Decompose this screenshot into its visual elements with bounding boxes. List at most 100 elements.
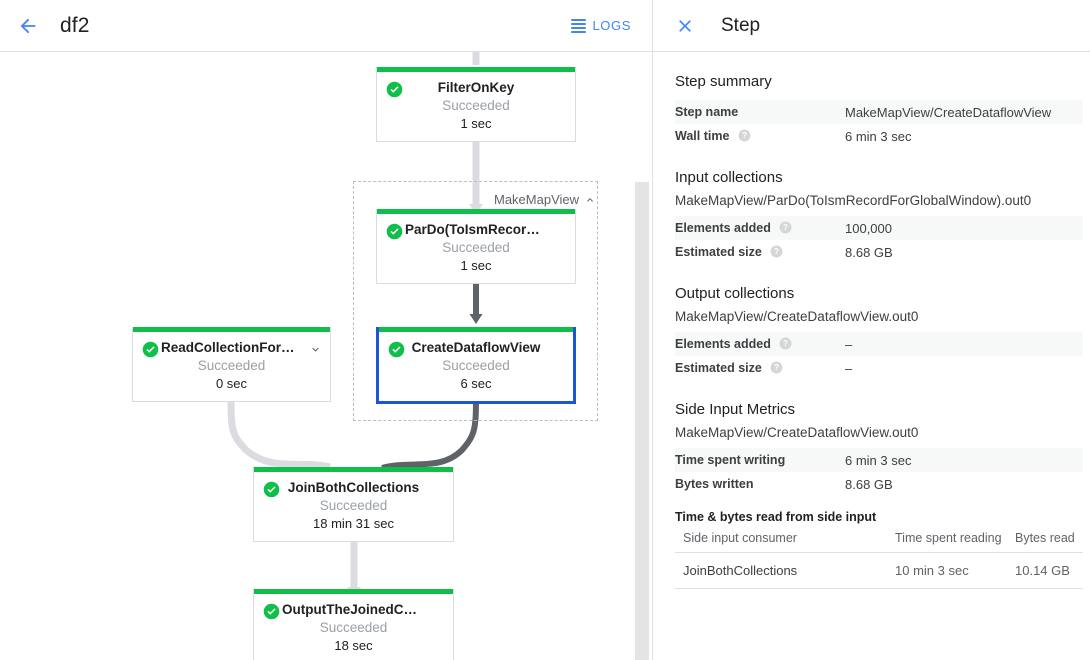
row-key: Step name bbox=[675, 100, 845, 124]
output-collections-table: Elements added ? – Estimated size ? bbox=[675, 332, 1083, 380]
input-collections-table: Elements added ? 100,000 Estimated size … bbox=[675, 216, 1083, 264]
node-body: CreateDataflowView Succeeded 6 sec bbox=[379, 332, 573, 401]
table-row: Bytes written 8.68 GB bbox=[675, 472, 1083, 496]
node-title: ReadCollectionForJoin bbox=[161, 340, 309, 355]
step-panel-header: Step bbox=[653, 0, 1090, 52]
row-value: 100,000 bbox=[845, 220, 892, 236]
svg-text:?: ? bbox=[742, 131, 747, 140]
step-panel-title: Step bbox=[721, 14, 761, 36]
node-status: Succeeded bbox=[319, 620, 388, 635]
chevron-up-icon bbox=[587, 197, 594, 202]
input-collection-name: MakeMapView/ParDo(ToIsmRecordForGlobalWi… bbox=[675, 193, 1032, 208]
step-summary-heading: Step summary bbox=[675, 73, 772, 90]
row-key-label: Estimated size bbox=[675, 245, 762, 259]
step-summary-table: Step name MakeMapView/CreateDataflowView… bbox=[675, 100, 1083, 148]
help-icon[interactable]: ? bbox=[770, 245, 783, 258]
node-status-bar bbox=[377, 209, 575, 214]
graph-node-join-both-collections[interactable]: JoinBothCollections Succeeded 18 min 31 … bbox=[253, 467, 454, 542]
pane-divider bbox=[652, 0, 653, 660]
table-row: Wall time ? 6 min 3 sec bbox=[675, 124, 1083, 148]
close-icon bbox=[679, 19, 691, 32]
composite-container-makemapview[interactable] bbox=[353, 181, 598, 421]
logs-list-icon bbox=[571, 18, 587, 33]
row-key: Time spent writing bbox=[675, 448, 845, 472]
node-body: ParDo(ToIsmRecordFor… Succeeded 1 sec bbox=[377, 214, 575, 283]
node-status-bar bbox=[254, 467, 453, 472]
graph-node-pardo-toismrecord[interactable]: ParDo(ToIsmRecordFor… Succeeded 1 sec bbox=[376, 209, 576, 284]
row-key: Bytes written bbox=[675, 472, 845, 496]
check-circle-icon bbox=[386, 223, 403, 240]
graph-vertical-scrollbar[interactable] bbox=[635, 182, 649, 660]
help-icon[interactable]: ? bbox=[770, 361, 783, 374]
composite-label-text: MakeMapView bbox=[494, 192, 580, 207]
row-key-label: Bytes written bbox=[675, 477, 754, 491]
side-input-metrics-heading: Side Input Metrics bbox=[675, 401, 796, 418]
graph-node-read-collection-for-join[interactable]: ReadCollectionForJoin Succeeded 0 sec bbox=[132, 327, 331, 402]
step-panel-body: Step summary Step name MakeMapView/Creat… bbox=[653, 52, 1090, 589]
cell-time-spent-reading: 10 min 3 sec bbox=[887, 552, 1007, 589]
node-title: FilterOnKey bbox=[437, 80, 515, 95]
check-circle-icon bbox=[388, 341, 405, 358]
node-body: OutputTheJoinedCollec… Succeeded 18 sec bbox=[254, 594, 453, 660]
node-status: Succeeded bbox=[442, 98, 510, 113]
svg-text:?: ? bbox=[783, 223, 788, 232]
check-circle-icon bbox=[142, 341, 159, 358]
table-header-row: Side input consumer Time spent reading B… bbox=[675, 526, 1083, 553]
svg-text:?: ? bbox=[783, 339, 788, 348]
back-button[interactable] bbox=[8, 6, 48, 46]
check-circle-icon bbox=[386, 81, 403, 98]
node-status-bar bbox=[379, 327, 573, 332]
row-key-label: Time spent writing bbox=[675, 453, 786, 467]
node-time: 18 sec bbox=[334, 638, 373, 653]
side-input-collection-name: MakeMapView/CreateDataflowView.out0 bbox=[675, 425, 919, 440]
row-value: 8.68 GB bbox=[845, 244, 893, 260]
node-title: ParDo(ToIsmRecordFor… bbox=[405, 222, 569, 237]
node-body: FilterOnKey Succeeded 1 sec bbox=[377, 72, 575, 141]
row-value: – bbox=[845, 336, 853, 352]
help-icon[interactable]: ? bbox=[779, 337, 792, 350]
help-icon[interactable]: ? bbox=[779, 221, 792, 234]
column-header-side-input-consumer: Side input consumer bbox=[675, 526, 887, 553]
input-collections-heading: Input collections bbox=[675, 169, 783, 186]
row-key-label: Estimated size bbox=[675, 361, 762, 375]
row-key: Wall time ? bbox=[675, 124, 845, 148]
close-button[interactable] bbox=[665, 6, 705, 46]
job-graph-canvas[interactable]: MakeMapView FilterOnKey Succeeded 1 sec bbox=[0, 52, 653, 660]
row-value: 6 min 3 sec bbox=[845, 452, 912, 468]
table-row: Elements added ? 100,000 bbox=[675, 216, 1083, 240]
row-key: Estimated size ? bbox=[675, 356, 845, 380]
column-header-time-spent-reading: Time spent reading bbox=[887, 526, 1007, 553]
table-row: Estimated size ? – bbox=[675, 356, 1083, 380]
output-collections-heading: Output collections bbox=[675, 285, 795, 302]
output-collection-name: MakeMapView/CreateDataflowView.out0 bbox=[675, 309, 919, 324]
svg-text:?: ? bbox=[774, 247, 779, 256]
chevron-down-icon[interactable] bbox=[309, 343, 322, 356]
node-title: CreateDataflowView bbox=[411, 340, 541, 355]
row-key-label: Elements added bbox=[675, 337, 771, 351]
graph-node-output-the-joined-collection[interactable]: OutputTheJoinedCollec… Succeeded 18 sec bbox=[253, 589, 454, 660]
table-row: Estimated size ? 8.68 GB bbox=[675, 240, 1083, 264]
side-input-read-table: Side input consumer Time spent reading B… bbox=[675, 526, 1083, 589]
logs-button-label: LOGS bbox=[592, 18, 631, 33]
row-value: MakeMapView/CreateDataflowView bbox=[845, 104, 1052, 120]
logs-button[interactable]: LOGS bbox=[571, 18, 631, 33]
side-input-read-table-title: Time & bytes read from side input bbox=[675, 510, 877, 524]
table-row: Step name MakeMapView/CreateDataflowView bbox=[675, 100, 1083, 124]
row-key-label: Wall time bbox=[675, 129, 730, 143]
side-input-metrics-table: Time spent writing 6 min 3 sec Bytes wri… bbox=[675, 448, 1083, 496]
node-title: JoinBothCollections bbox=[287, 480, 420, 495]
check-circle-icon bbox=[263, 481, 280, 498]
row-key: Elements added ? bbox=[675, 332, 845, 356]
graph-node-create-dataflow-view[interactable]: CreateDataflowView Succeeded 6 sec bbox=[376, 327, 576, 404]
cell-bytes-read: 10.14 GB bbox=[1007, 552, 1083, 589]
row-key-label: Elements added bbox=[675, 221, 771, 235]
node-time: 1 sec bbox=[460, 116, 492, 131]
help-icon[interactable]: ? bbox=[738, 129, 751, 142]
arrow-left-icon bbox=[20, 18, 36, 33]
node-status-bar bbox=[377, 67, 575, 72]
graph-node-filter-on-key[interactable]: FilterOnKey Succeeded 1 sec bbox=[376, 67, 576, 142]
row-key-label: Step name bbox=[675, 105, 739, 119]
composite-label-makemapview[interactable]: MakeMapView bbox=[494, 192, 596, 207]
table-row: JoinBothCollections 10 min 3 sec 10.14 G… bbox=[675, 552, 1083, 589]
node-status-bar bbox=[254, 589, 453, 594]
